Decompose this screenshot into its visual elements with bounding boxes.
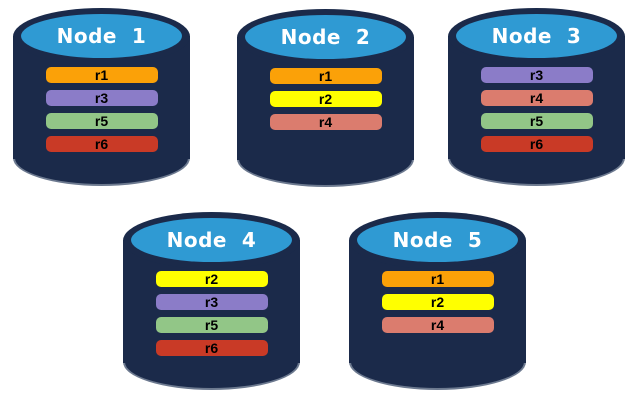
replica-bar: r3 — [480, 67, 593, 83]
replica-label: r5 — [529, 113, 544, 129]
replica-list: r1 r2 r4 — [349, 271, 526, 333]
replica-list: r1 r2 r4 — [237, 68, 414, 130]
replica-bar: r4 — [381, 317, 494, 333]
replica-label: r3 — [529, 67, 544, 83]
replica-bar: r3 — [45, 90, 158, 106]
replica-bar: r3 — [155, 294, 268, 310]
replica-bar: r6 — [45, 136, 158, 152]
replica-label: r4 — [318, 114, 333, 130]
cylinder-cap: Node 4 — [131, 218, 292, 262]
replica-label: r5 — [204, 317, 219, 333]
node-cylinder: Node 2 r1 r2 r4 — [237, 9, 414, 187]
node-title: Node 5 — [392, 228, 483, 252]
replica-label: r1 — [318, 68, 333, 84]
cylinder-cap: Node 1 — [21, 14, 182, 58]
replica-bar: r6 — [480, 136, 593, 152]
replica-bar: r6 — [155, 340, 268, 356]
node-cylinder: Node 3 r3 r4 r5 r6 — [448, 8, 625, 186]
node-cylinder: Node 4 r2 r3 r5 r6 — [123, 212, 300, 390]
replica-label: r4 — [529, 90, 544, 106]
replica-bar: r5 — [155, 317, 268, 333]
replica-list: r2 r3 r5 r6 — [123, 271, 300, 356]
replica-bar: r5 — [45, 113, 158, 129]
replica-bar: r5 — [480, 113, 593, 129]
replica-bar: r1 — [269, 68, 382, 84]
replica-label: r2 — [318, 91, 333, 107]
replica-label: r2 — [204, 271, 219, 287]
node-cylinder: Node 5 r1 r2 r4 — [349, 212, 526, 390]
cylinder-cap: Node 3 — [456, 14, 617, 58]
replica-label: r3 — [94, 90, 109, 106]
replica-label: r1 — [94, 67, 109, 83]
replica-bar: r2 — [155, 271, 268, 287]
node-title: Node 2 — [280, 25, 371, 49]
node-title: Node 1 — [56, 24, 147, 48]
replica-label: r5 — [94, 113, 109, 129]
replica-label: r6 — [529, 136, 544, 152]
replica-list: r1 r3 r5 r6 — [13, 67, 190, 152]
cylinder-cap: Node 2 — [245, 15, 406, 59]
node-cylinder: Node 1 r1 r3 r5 r6 — [13, 8, 190, 186]
node-title: Node 4 — [166, 228, 257, 252]
node-title: Node 3 — [491, 24, 582, 48]
replica-label: r2 — [430, 294, 445, 310]
replica-bar: r1 — [45, 67, 158, 83]
replica-label: r6 — [94, 136, 109, 152]
replica-label: r6 — [204, 340, 219, 356]
replica-bar: r2 — [269, 91, 382, 107]
replica-bar: r4 — [269, 114, 382, 130]
replica-list: r3 r4 r5 r6 — [448, 67, 625, 152]
replica-label: r4 — [430, 317, 445, 333]
replica-bar: r4 — [480, 90, 593, 106]
replica-label: r1 — [430, 271, 445, 287]
replica-label: r3 — [204, 294, 219, 310]
replica-bar: r2 — [381, 294, 494, 310]
cylinder-cap: Node 5 — [357, 218, 518, 262]
replica-bar: r1 — [381, 271, 494, 287]
